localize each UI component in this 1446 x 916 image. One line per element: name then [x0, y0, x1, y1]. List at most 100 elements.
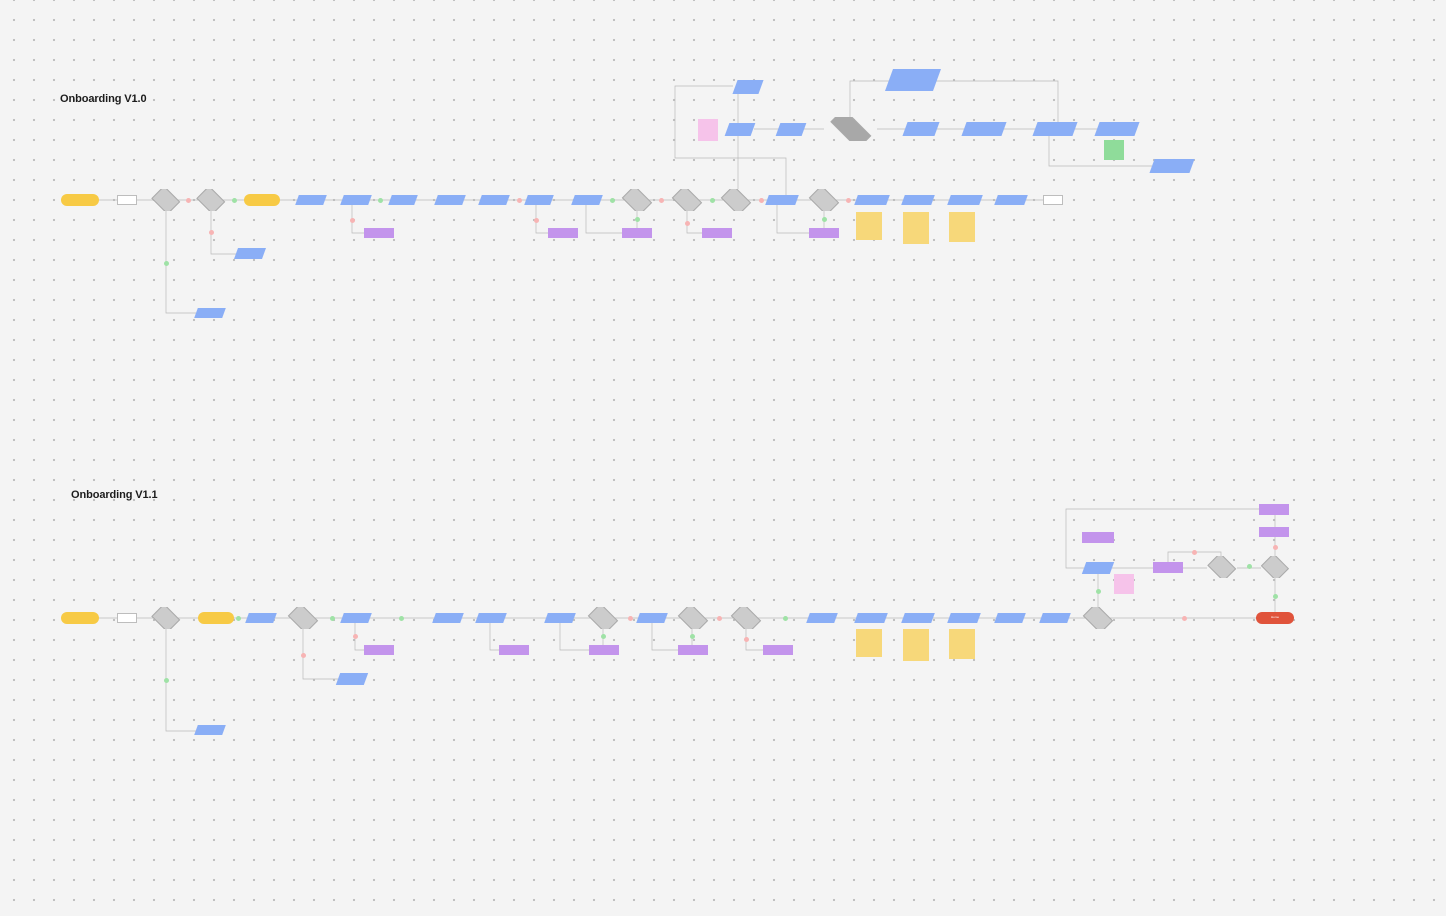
branch-connector: [651, 623, 678, 651]
sticky-note-green[interactable]: [1104, 140, 1124, 160]
io-node[interactable]: [806, 613, 838, 623]
start-terminal[interactable]: [61, 194, 99, 206]
decision-node[interactable]: [1261, 556, 1289, 578]
io-node[interactable]: [775, 123, 807, 136]
io-node[interactable]: [901, 195, 935, 205]
decision-node[interactable]: [287, 607, 319, 629]
loop-connector: [1065, 508, 1259, 569]
io-node[interactable]: [854, 613, 888, 623]
decision-node[interactable]: [151, 189, 181, 211]
process-node[interactable]: [678, 645, 708, 655]
io-node[interactable]: [432, 613, 464, 623]
sticky-note[interactable]: [903, 212, 929, 244]
process-node[interactable]: [1153, 562, 1183, 573]
io-node[interactable]: [902, 122, 940, 136]
end-box[interactable]: [1043, 195, 1063, 205]
process-node[interactable]: [1082, 532, 1114, 543]
process-node[interactable]: [364, 228, 394, 238]
io-node[interactable]: [994, 613, 1026, 623]
io-node[interactable]: [245, 613, 277, 623]
no-branch-marker: [349, 217, 355, 223]
io-node[interactable]: [388, 195, 418, 205]
io-node[interactable]: [524, 195, 554, 205]
sticky-note-pink[interactable]: [1114, 574, 1134, 594]
no-branch-marker: [1181, 615, 1187, 621]
io-node[interactable]: [340, 195, 372, 205]
process-node[interactable]: [763, 645, 793, 655]
decision-node[interactable]: [587, 607, 619, 629]
decision-node[interactable]: [151, 607, 181, 629]
start-box[interactable]: [117, 195, 137, 205]
decision-node[interactable]: [677, 607, 709, 629]
process-node[interactable]: [364, 645, 394, 655]
no-branch-marker: [300, 652, 306, 658]
io-node[interactable]: [335, 673, 369, 685]
home-end-node[interactable]: Home: [1256, 612, 1294, 624]
io-node[interactable]: [1094, 122, 1140, 136]
io-node[interactable]: [724, 123, 756, 136]
io-node[interactable]: [1039, 613, 1071, 623]
terminal-node[interactable]: [198, 612, 234, 624]
branch-connector: [489, 623, 499, 651]
branch-connector: [535, 205, 548, 234]
io-node[interactable]: [947, 195, 983, 205]
io-node[interactable]: [961, 122, 1007, 136]
process-node[interactable]: [622, 228, 652, 238]
sticky-note[interactable]: [903, 629, 929, 661]
yes-branch-marker: [709, 197, 715, 203]
decision-node[interactable]: [808, 189, 840, 211]
decision-node[interactable]: [621, 189, 653, 211]
yes-branch-marker: [1246, 563, 1252, 569]
sticky-note[interactable]: [856, 212, 882, 240]
io-node[interactable]: [1149, 159, 1195, 173]
sticky-note-pink[interactable]: [698, 119, 718, 141]
process-node[interactable]: [1259, 504, 1289, 515]
loop-connector: [674, 85, 787, 195]
sticky-note[interactable]: [949, 629, 975, 659]
terminal-node[interactable]: [244, 194, 280, 206]
io-node[interactable]: [901, 613, 935, 623]
io-node[interactable]: [732, 80, 764, 94]
decision-node[interactable]: [1082, 607, 1114, 629]
io-node[interactable]: [544, 613, 576, 623]
io-node[interactable]: [295, 195, 327, 205]
io-node[interactable]: [854, 195, 890, 205]
process-node[interactable]: [548, 228, 578, 238]
io-node[interactable]: [233, 248, 267, 259]
decision-node[interactable]: [824, 117, 877, 141]
io-node[interactable]: [194, 308, 226, 318]
sticky-note[interactable]: [856, 629, 882, 657]
io-node[interactable]: [571, 195, 603, 205]
io-node[interactable]: [475, 613, 507, 623]
process-node[interactable]: [702, 228, 732, 238]
branch-connector: [165, 210, 196, 314]
io-node[interactable]: [340, 613, 372, 623]
io-node[interactable]: [478, 195, 510, 205]
io-node[interactable]: [434, 195, 466, 205]
start-terminal[interactable]: [61, 612, 99, 624]
branch-connector: [776, 205, 809, 234]
io-node[interactable]: [947, 613, 981, 623]
decision-node[interactable]: [196, 189, 226, 211]
yes-branch-marker: [235, 615, 241, 621]
no-branch-marker: [658, 197, 664, 203]
io-node[interactable]: [994, 195, 1028, 205]
io-node[interactable]: [765, 195, 799, 205]
decision-node[interactable]: [730, 607, 762, 629]
process-node[interactable]: [809, 228, 839, 238]
no-branch-marker: [1272, 544, 1278, 550]
process-node[interactable]: [1259, 527, 1289, 537]
io-node[interactable]: [1081, 562, 1115, 574]
io-node[interactable]: [636, 613, 668, 623]
io-node[interactable]: [1032, 122, 1078, 136]
process-node[interactable]: [499, 645, 529, 655]
sticky-note[interactable]: [949, 212, 975, 242]
io-node[interactable]: [884, 69, 942, 91]
decision-node[interactable]: [720, 189, 752, 211]
decision-node[interactable]: [1207, 556, 1237, 578]
start-box[interactable]: [117, 613, 137, 623]
decision-node[interactable]: [671, 189, 703, 211]
io-node[interactable]: [194, 725, 226, 735]
process-node[interactable]: [589, 645, 619, 655]
